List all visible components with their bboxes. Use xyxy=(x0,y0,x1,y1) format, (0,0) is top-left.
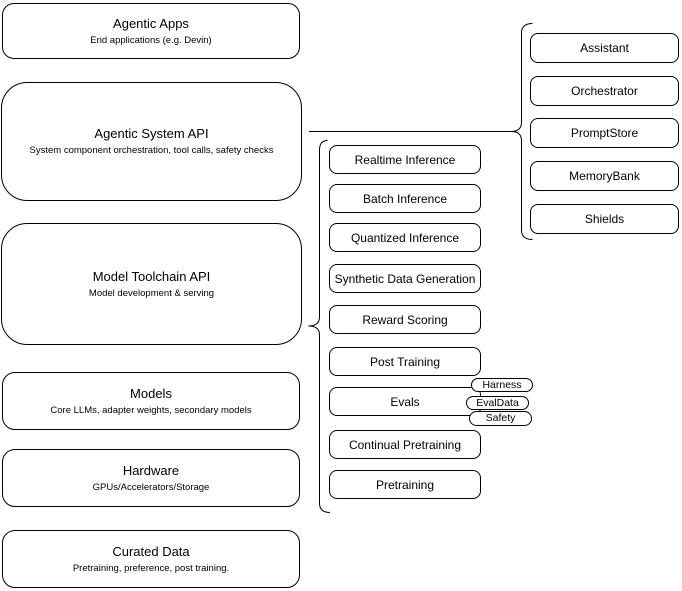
node-label: Realtime Inference xyxy=(354,152,456,167)
system-node-shields[interactable]: Shields xyxy=(530,204,679,234)
toolchain-node-quantized-inference[interactable]: Quantized Inference xyxy=(329,223,481,252)
layer-title: Hardware xyxy=(122,462,180,478)
tag-label: Harness xyxy=(482,378,522,391)
eval-tag-harness[interactable]: Harness xyxy=(471,378,533,392)
system-node-orchestrator[interactable]: Orchestrator xyxy=(530,76,679,106)
layer-subtitle: Core LLMs, adapter weights, secondary mo… xyxy=(50,404,252,416)
toolchain-node-continual-pretraining[interactable]: Continual Pretraining xyxy=(329,430,481,459)
layer-title: Models xyxy=(130,385,172,401)
layer-subtitle: Pretraining, preference, post training. xyxy=(72,562,230,574)
layer-box-agentic-system-api[interactable]: Agentic System API System component orch… xyxy=(1,82,302,201)
toolchain-node-synthetic-data-generation[interactable]: Synthetic Data Generation xyxy=(329,264,481,293)
node-label: Post Training xyxy=(369,354,441,369)
toolchain-node-evals[interactable]: Evals xyxy=(329,387,481,416)
node-label: Orchestrator xyxy=(571,84,638,98)
system-node-memorybank[interactable]: MemoryBank xyxy=(530,161,679,191)
system-node-assistant[interactable]: Assistant xyxy=(530,33,679,63)
layer-title: Model Toolchain API xyxy=(92,268,211,284)
node-label: Batch Inference xyxy=(362,191,448,206)
node-label: Assistant xyxy=(580,41,629,55)
system-components-brace xyxy=(511,23,533,240)
node-label: PromptStore xyxy=(570,126,639,140)
toolchain-node-pretraining[interactable]: Pretraining xyxy=(329,470,481,499)
layer-title: Agentic Apps xyxy=(113,15,189,31)
toolchain-node-batch-inference[interactable]: Batch Inference xyxy=(329,184,481,213)
layer-subtitle: GPUs/Accelerators/Storage xyxy=(92,481,210,493)
node-label: Pretraining xyxy=(375,477,435,492)
layer-box-agentic-apps[interactable]: Agentic Apps End applications (e.g. Devi… xyxy=(2,3,300,59)
eval-tag-safety[interactable]: Safety xyxy=(469,411,532,426)
layer-title: Agentic System API xyxy=(94,126,209,141)
layer-box-models[interactable]: Models Core LLMs, adapter weights, secon… xyxy=(2,372,300,430)
layer-box-hardware[interactable]: Hardware GPUs/Accelerators/Storage xyxy=(2,449,300,507)
node-label: Shields xyxy=(584,212,625,226)
node-label: Quantized Inference xyxy=(350,230,460,245)
toolchain-node-reward-scoring[interactable]: Reward Scoring xyxy=(329,305,481,334)
layer-title: Curated Data xyxy=(112,543,190,559)
node-label: Synthetic Data Generation xyxy=(334,271,476,286)
system-node-promptstore[interactable]: PromptStore xyxy=(530,118,679,148)
layer-box-curated-data[interactable]: Curated Data Pretraining, preference, po… xyxy=(2,530,300,588)
layer-subtitle: System component orchestration, tool cal… xyxy=(29,145,274,156)
tag-label: EvalData xyxy=(476,396,519,409)
tag-label: Safety xyxy=(485,412,516,424)
node-label: Continual Pretraining xyxy=(348,437,462,452)
layer-subtitle: Model development & serving xyxy=(88,287,215,299)
eval-tag-evaldata[interactable]: EvalData xyxy=(466,396,529,410)
node-label: Evals xyxy=(390,394,420,409)
layer-subtitle: End applications (e.g. Devin) xyxy=(90,34,212,46)
node-label: MemoryBank xyxy=(569,169,640,183)
toolchain-node-realtime-inference[interactable]: Realtime Inference xyxy=(329,145,481,174)
toolchain-brace xyxy=(308,140,331,513)
layer-box-model-toolchain-api[interactable]: Model Toolchain API Model development & … xyxy=(1,223,302,345)
toolchain-node-post-training[interactable]: Post Training xyxy=(329,347,481,376)
node-label: Reward Scoring xyxy=(362,312,448,327)
